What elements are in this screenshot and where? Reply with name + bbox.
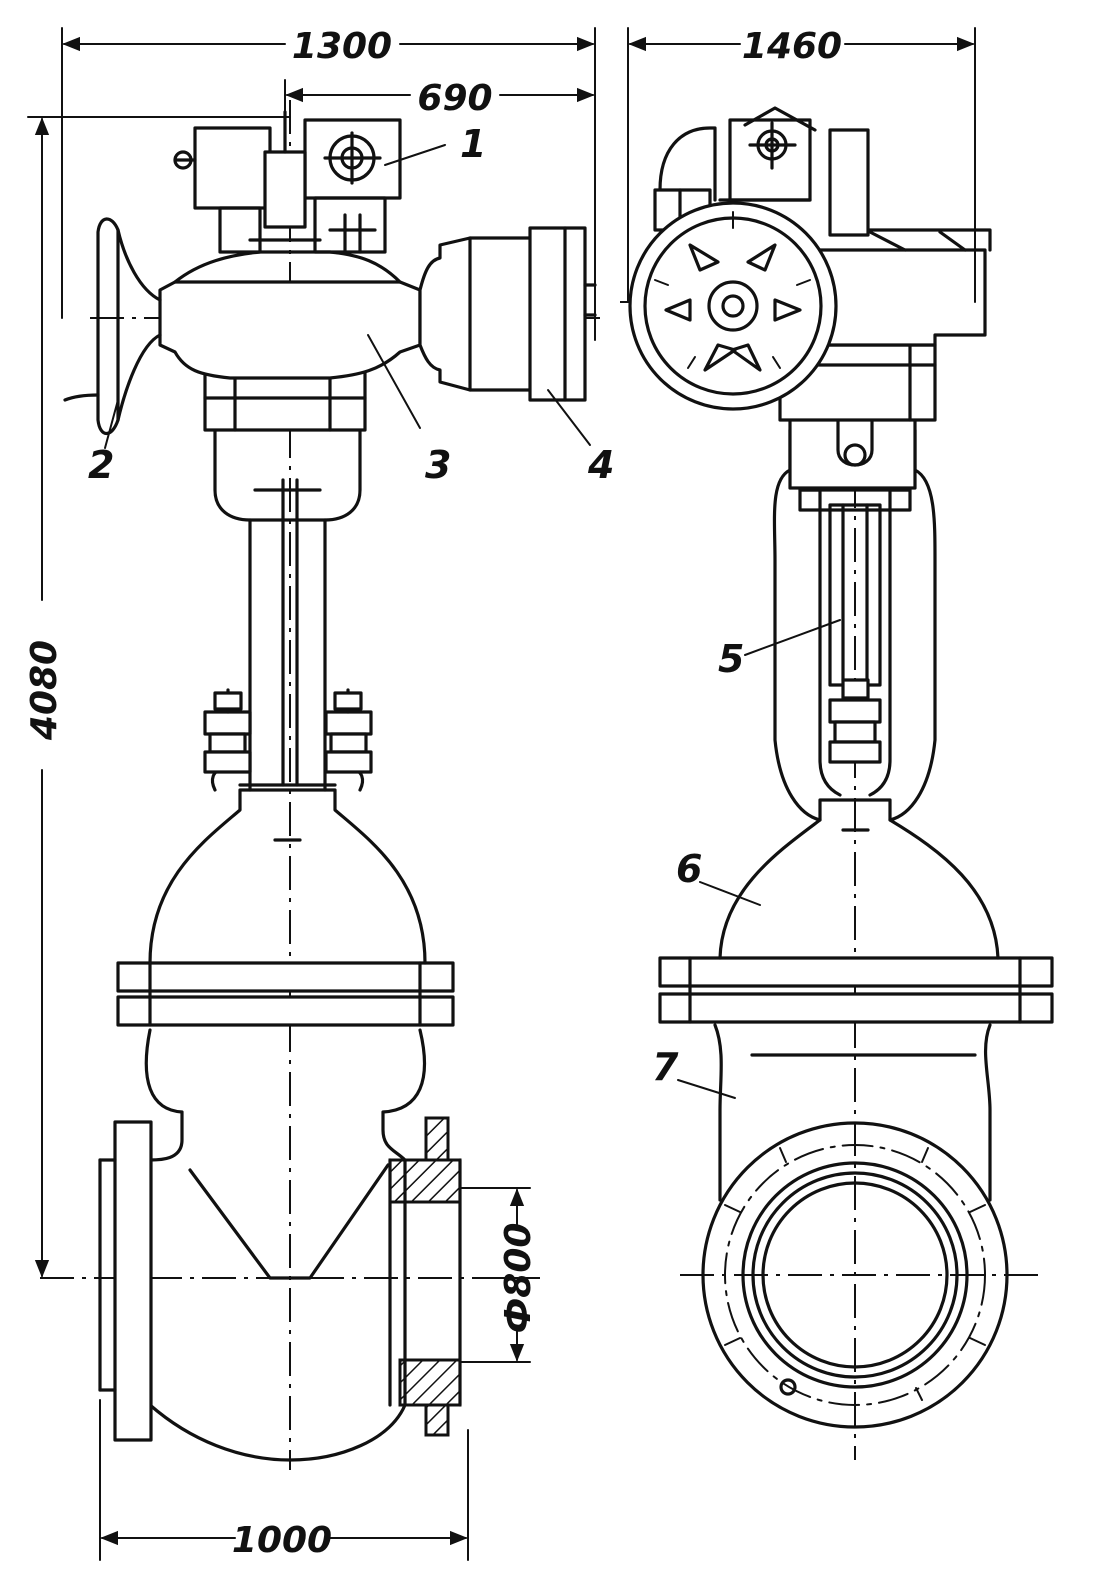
front-wedge	[188, 1163, 390, 1280]
front-handwheel	[96, 217, 162, 436]
side-yoke-frame	[772, 428, 937, 822]
front-limit-switch	[173, 110, 402, 254]
front-electric-motor	[418, 226, 597, 402]
side-end-flange-outer	[701, 1121, 1009, 1429]
side-bolt-circle	[724, 1144, 986, 1406]
front-view: 1300 690 4080 Ф800 1000 1 2 3 4	[24, 26, 614, 1561]
front-bonnet-dome	[148, 788, 427, 965]
front-valve-body	[144, 1028, 427, 1462]
callout-3: 3	[425, 443, 451, 487]
leader-2	[104, 399, 119, 449]
callout-1: 1	[460, 122, 486, 166]
leader-3	[367, 334, 421, 429]
leader-4	[547, 389, 591, 446]
front-right-flange-top-section	[388, 1158, 462, 1204]
side-body-flange-lower	[658, 992, 1054, 1024]
dim-690: 690	[417, 78, 492, 119]
side-bore	[761, 1181, 949, 1369]
side-stem-top	[828, 128, 870, 237]
leader-7	[677, 1079, 736, 1099]
side-view: 1460 5 6 7	[620, 26, 1054, 1460]
front-gearbox-neck	[213, 428, 362, 522]
callout-6: 6	[676, 847, 702, 891]
front-gearbox-housing	[158, 280, 422, 380]
dim-1000: 1000	[232, 1520, 332, 1561]
side-valve-body	[713, 1023, 992, 1202]
dim-bore-800: Ф800	[498, 1223, 539, 1334]
leader-1	[384, 144, 446, 166]
front-left-flange	[113, 1120, 153, 1442]
front-bolts-right	[324, 688, 373, 774]
front-bolts-left	[203, 688, 252, 774]
callout-2: 2	[88, 443, 114, 487]
front-right-flange-bottom-section	[398, 1358, 462, 1407]
dim-1300: 1300	[292, 26, 392, 67]
callout-7: 7	[652, 1045, 679, 1089]
dim-1460: 1460	[742, 26, 842, 67]
leader-6	[699, 881, 761, 906]
side-body-flange-upper	[658, 956, 1054, 988]
front-body-flange-upper	[116, 961, 455, 993]
callout-4: 4	[587, 443, 614, 487]
side-gearbox-lower	[788, 416, 917, 490]
leader-5	[744, 619, 841, 656]
side-bonnet-dome	[718, 798, 1000, 960]
side-handwheel	[628, 201, 838, 411]
front-gearbox-collar	[203, 370, 367, 432]
callout-5: 5	[718, 637, 744, 681]
side-bolt-ticks	[724, 1147, 986, 1401]
front-body-flange-lower	[116, 995, 455, 1027]
dim-4080: 4080	[24, 640, 65, 741]
